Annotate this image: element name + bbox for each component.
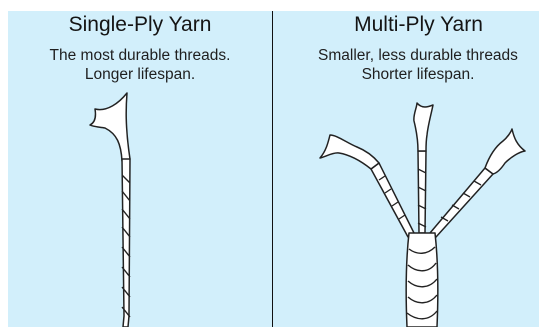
single-ply-strand (122, 159, 130, 327)
single-ply-panel: Single-Ply Yarn The most durable threads… (8, 11, 272, 327)
single-ply-frayed-end (90, 93, 130, 161)
multi-ply-yarn-illustration (273, 11, 539, 327)
single-ply-yarn-illustration (8, 11, 272, 327)
multi-ply-left-strand (371, 163, 414, 237)
multi-ply-panel: Multi-Ply Yarn Smaller, less durable thr… (273, 11, 539, 327)
multi-ply-middle-frayed-end (414, 103, 433, 151)
multi-ply-right-frayed-end (485, 129, 525, 174)
multi-ply-left-frayed-end (320, 135, 379, 169)
multi-ply-twisted-base (406, 233, 438, 327)
multi-ply-middle-strand (418, 151, 426, 233)
multi-ply-right-strand (430, 168, 493, 237)
